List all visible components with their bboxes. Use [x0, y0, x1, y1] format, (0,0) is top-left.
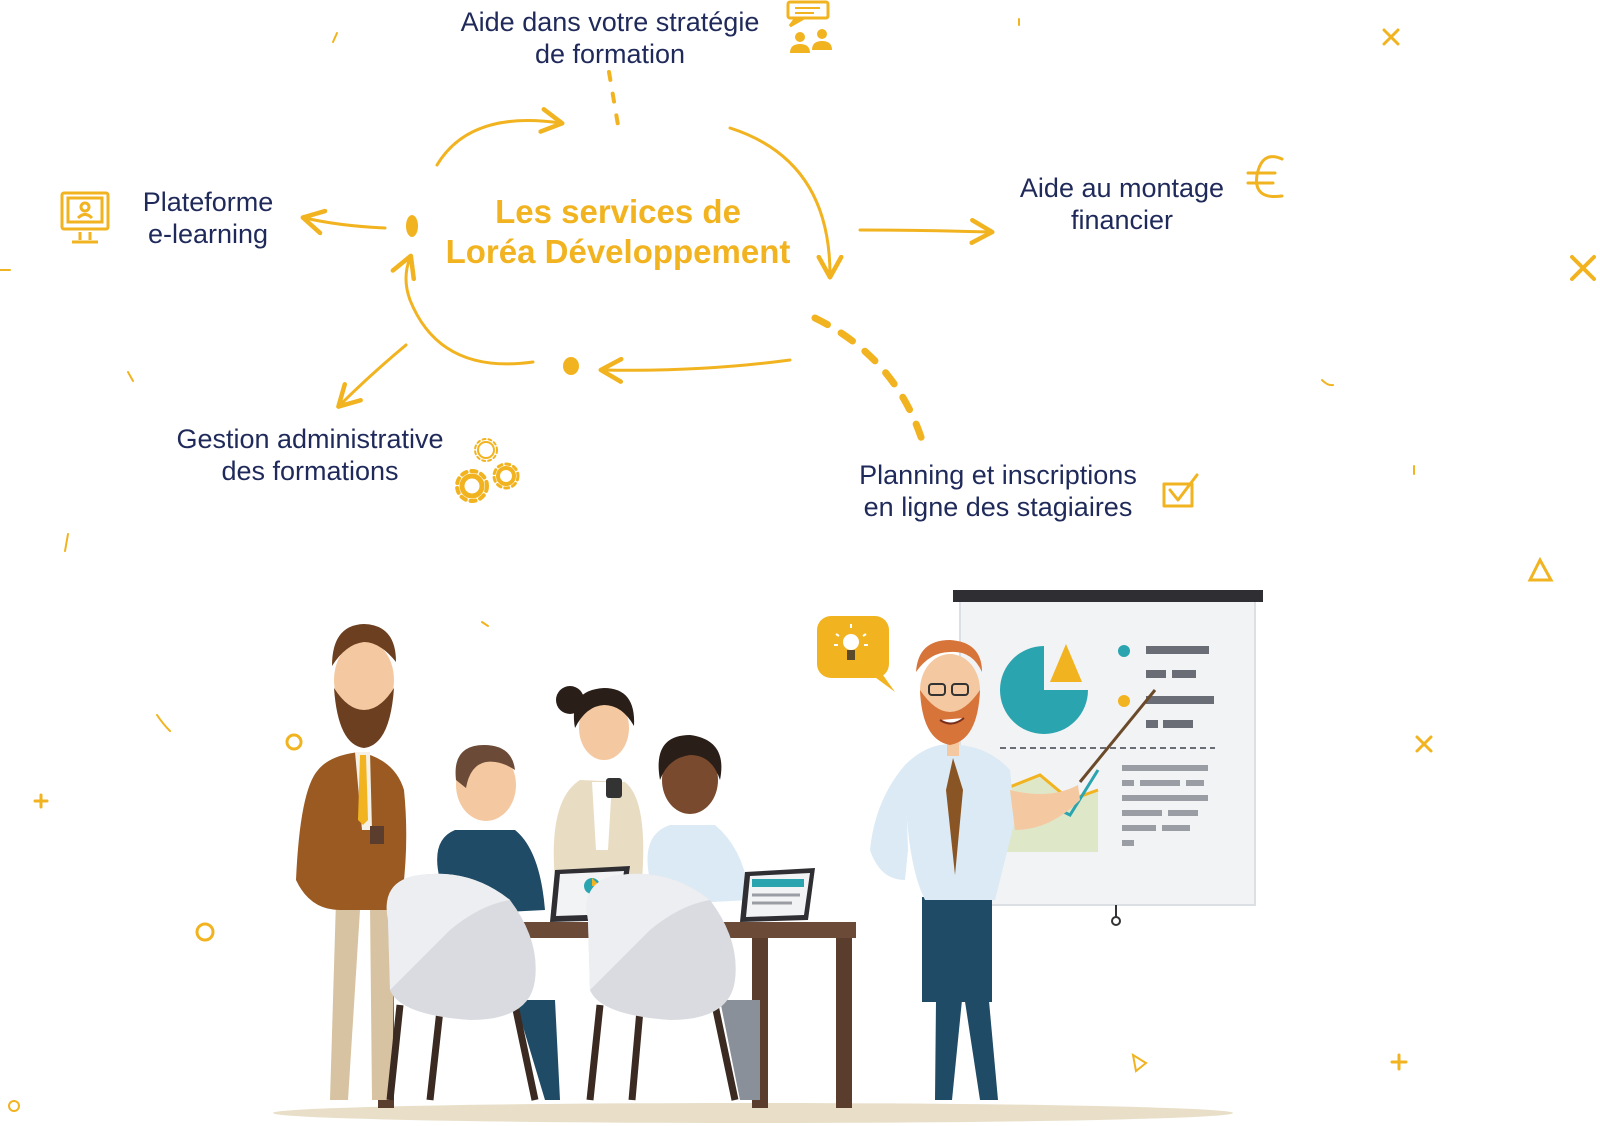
- dash-decoration: [0, 18, 1415, 732]
- center-title-line2: Loréa Développement: [445, 233, 791, 270]
- decorations: [0, 18, 1596, 1112]
- cycle-arrow-bottom: [598, 356, 792, 384]
- gears-icon: [455, 438, 520, 503]
- connector-planning: [811, 314, 929, 454]
- service-strategy-line2: de formation: [534, 39, 686, 69]
- cross-decoration: [1382, 28, 1400, 46]
- plus-decoration: [1390, 1053, 1408, 1071]
- service-funding-line1: Aide au montage: [1019, 173, 1225, 203]
- service-funding-line2: financier: [1070, 205, 1174, 235]
- team-chat-icon: [786, 0, 832, 53]
- service-strategy: Aide dans votre stratégie de formation: [440, 6, 780, 70]
- small-gear-decoration: [8, 1100, 20, 1112]
- service-strategy-line1: Aide dans votre stratégie: [460, 7, 760, 37]
- floor-shadow: [273, 1103, 1233, 1123]
- connector-admin: [336, 343, 408, 409]
- pie-slice: [1050, 644, 1082, 682]
- service-planning-line2: en ligne des stagiaires: [863, 492, 1133, 522]
- service-planning: Planning et inscriptions en ligne des st…: [833, 459, 1163, 523]
- monitor-user-icon: [60, 191, 110, 244]
- connector-elearning: [300, 208, 387, 236]
- service-planning-line1: Planning et inscriptions: [859, 460, 1137, 490]
- idea-bubble: [817, 616, 895, 692]
- standing-man: [296, 624, 407, 1100]
- laptop-right: [740, 868, 815, 922]
- service-elearning-line2: e-learning: [147, 219, 269, 249]
- service-admin-line1: Gestion administrative: [176, 424, 444, 454]
- cycle-dot-left: [406, 215, 418, 237]
- triangle-decoration: [1131, 1052, 1148, 1073]
- center-title-line1: Les services de: [495, 193, 741, 230]
- service-admin-line2: des formations: [221, 456, 399, 486]
- circle-decoration: [195, 922, 215, 942]
- euro-icon: [1246, 155, 1284, 199]
- pie-chart: [1000, 646, 1088, 734]
- checkbox-icon: [1162, 473, 1199, 508]
- connector-funding: [858, 217, 995, 245]
- cross-decoration: [1570, 255, 1596, 281]
- center-title: Les services de Loréa Développement: [418, 192, 818, 272]
- presenter: [870, 640, 1157, 1100]
- service-admin: Gestion administrative des formations: [150, 423, 470, 487]
- connectors: [300, 70, 995, 454]
- chair-right: [586, 873, 739, 1101]
- cycle-arrow-bottom-left: [390, 253, 535, 366]
- cycle-arrow-right: [728, 126, 844, 280]
- meeting-illustration: [273, 590, 1263, 1123]
- small-gear-decoration: [285, 733, 303, 751]
- cross-decoration: [1415, 735, 1433, 753]
- connector-strategy: [607, 70, 620, 127]
- cycle-arrows: [390, 107, 844, 384]
- cycle-dot-bottom: [563, 357, 579, 375]
- seated-woman: [553, 686, 644, 880]
- cycle-arrow-top: [435, 107, 565, 167]
- service-elearning: Plateforme e-learning: [128, 186, 288, 250]
- chair-left: [386, 873, 539, 1101]
- triangle-decoration: [1527, 556, 1554, 582]
- plus-decoration: [33, 793, 49, 809]
- service-funding: Aide au montage financier: [992, 172, 1252, 236]
- service-elearning-line1: Plateforme: [142, 187, 274, 217]
